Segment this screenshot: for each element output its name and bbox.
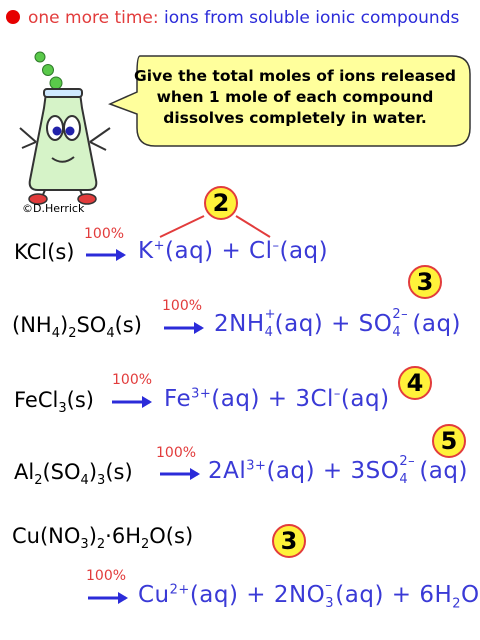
percent-label: 100% — [112, 372, 153, 388]
percent-label: 100% — [156, 445, 197, 461]
answer-badge: 5 — [432, 424, 466, 458]
answer-badge: 3 — [408, 265, 442, 299]
bubble-line: Give the total moles of ions released — [134, 67, 456, 85]
reaction-3-products: Fe3+(aq) + 3Cl–(aq) — [164, 386, 390, 412]
answer-badge: 3 — [272, 524, 306, 558]
speech-bubble-text: Give the total moles of ions released wh… — [130, 66, 460, 129]
bubble-dot-icon — [34, 51, 46, 63]
reaction-5-reactant: Cu(NO3)2·6H2O(s) — [12, 524, 194, 553]
speech-bubble — [108, 55, 471, 147]
page-title: one more time: ions from soluble ionic c… — [6, 8, 459, 28]
answer-badge: 2 — [204, 186, 238, 220]
bubble-dot-icon — [42, 64, 54, 76]
reaction-1-reactant: KCl(s) — [14, 240, 75, 264]
bullet-dot-icon — [6, 10, 20, 24]
bubble-line: dissolves completely in water. — [163, 109, 427, 127]
percent-label: 100% — [84, 226, 125, 242]
percent-label: 100% — [86, 568, 127, 584]
reaction-2-reactant: (NH4)2SO4(s) — [12, 313, 142, 342]
title-subject: ions from soluble ionic compounds — [164, 8, 460, 28]
reaction-1-products: K+(aq) + Cl–(aq) — [138, 238, 329, 264]
reaction-3-reactant: FeCl3(s) — [14, 388, 94, 417]
flask-mascot-icon — [19, 88, 111, 205]
credit-label: ©D.Herrick — [22, 202, 85, 215]
connector-line — [235, 215, 271, 238]
bubble-dot-icon — [49, 76, 63, 90]
arrows — [86, 249, 204, 604]
answer-badge: 4 — [398, 366, 432, 400]
title-prefix: one more time: — [28, 8, 165, 28]
bubble-line: when 1 mole of each compound — [156, 88, 434, 106]
reaction-5-products: Cu2+(aq) + 2NO–3(aq) + 6H2O — [138, 578, 480, 612]
connector-line — [159, 215, 205, 238]
reaction-4-reactant: Al2(SO4)3(s) — [14, 460, 133, 489]
percent-label: 100% — [162, 298, 203, 314]
